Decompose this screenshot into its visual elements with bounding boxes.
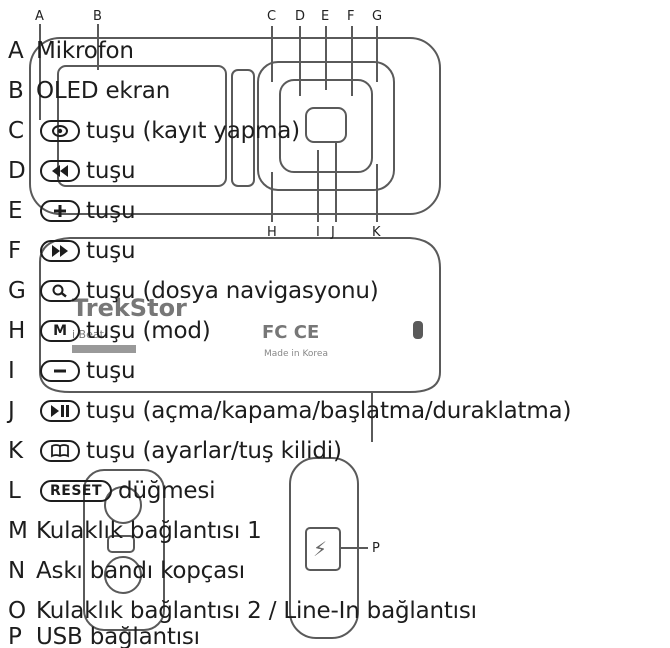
legend-letter: B [8,78,24,104]
barcode-print [72,345,136,353]
legend-letter: L [8,478,21,504]
rewind-icon [52,165,68,177]
headphone-jack-1 [104,486,142,524]
plus-icon [54,205,66,217]
legend-text: Askı bandı kopçası [36,558,245,584]
callout-c: C [267,9,277,24]
legend-row-e: E tuşu [8,196,136,226]
callout-h: H [267,225,277,240]
play-pause-key [40,400,80,422]
legend-letter: J [8,398,15,424]
play-pause-center [305,107,347,143]
callout-p: P [372,541,380,556]
legend-row-h: H M tuşu (mod) [8,316,211,346]
regulatory-marks-print: FC CE [262,322,319,343]
legend-text: Kulaklık bağlantısı 1 [36,518,262,544]
magnifier-key [40,280,80,302]
legend-text: tuşu (mod) [86,318,211,344]
callout-i: I [316,225,320,240]
mode-key: M [40,320,80,342]
lanyard-clip [107,535,135,553]
callout-d: D [295,9,306,24]
device-left-side [83,469,165,631]
made-in-print: Made in Korea [264,349,328,359]
legend-letter: K [8,438,23,464]
callout-b: B [93,9,102,24]
brand-print: TrekStor [72,294,187,322]
device-back-body [39,237,441,393]
legend-text: Mikrofon [36,38,134,64]
book-icon [51,444,69,458]
play-pause-icon [51,405,69,417]
callout-k: K [372,225,381,240]
legend-letter: N [8,558,26,584]
record-key [40,120,80,142]
legend-row-d: D tuşu [8,156,136,186]
fast-forward-key [40,240,80,262]
legend-row-n: N Askı bandı kopçası [8,556,245,586]
legend-row-k: K tuşu (ayarlar/tuş kilidi) [8,436,342,466]
legend-letter: D [8,158,26,184]
callout-j: J [331,225,335,240]
legend-row-p: P USB bağlantısı [8,622,200,648]
callout-e: E [321,9,330,24]
legend-text: tuşu [86,158,136,184]
callout-f: F [347,9,355,24]
rewind-key [40,160,80,182]
legend-text: USB bağlantısı [36,624,200,648]
callout-a: A [35,9,44,24]
legend-row-b: B OLED ekran [8,76,170,106]
legend-row-j: J tuşu (açma/kapama/başlatma/duraklatma) [8,396,571,426]
logo-subtitle-print: i.Beat [72,328,105,341]
legend-letter: M [8,518,28,544]
legend-letter: F [8,238,22,264]
callout-g: G [372,9,383,24]
legend-row-l: L RESET düğmesi [8,476,216,506]
legend-row-g: G tuşu (dosya navigasyonu) [8,276,379,306]
legend-text: tuşu [86,238,136,264]
legend-letter: H [8,318,26,344]
usb-symbol: ⚡ [313,537,327,561]
legend-letter: P [8,624,22,648]
legend-row-a: A Mikrofon [8,36,134,66]
legend-letter: A [8,38,24,64]
legend-text: düğmesi [118,478,216,504]
legend-row-c: C tuşu (kayıt yapma) [8,116,300,146]
minus-icon [54,369,66,373]
device-front-body [29,37,441,215]
legend-letter: O [8,598,26,624]
legend-letter: E [8,198,23,224]
legend-text: tuşu (ayarlar/tuş kilidi) [86,438,342,464]
legend-text: OLED ekran [36,78,171,104]
legend-text: Kulaklık bağlantısı 2 / Line-In bağlantı… [36,598,477,624]
legend-text: tuşu [86,198,136,224]
reset-hole [413,321,423,339]
legend-letter: C [8,118,24,144]
legend-text: tuşu [86,358,136,384]
legend-text: tuşu (kayıt yapma) [86,118,300,144]
legend-row-f: F tuşu [8,236,136,266]
device-side-panel [231,69,255,187]
plus-key [40,200,80,222]
record-icon [52,125,68,137]
legend-text: tuşu (açma/kapama/başlatma/duraklatma) [86,398,572,424]
legend-row-i: I tuşu [8,356,136,386]
fast-forward-icon [52,245,68,257]
legend-text: tuşu (dosya navigasyonu) [86,278,379,304]
magnifier-icon [52,284,67,298]
headphone-jack-2 [104,556,142,594]
reset-key: RESET [40,480,113,502]
legend-row-m: M Kulaklık bağlantısı 1 [8,516,262,546]
book-key [40,440,80,462]
legend-row-o: O Kulaklık bağlantısı 2 / Line-In bağlan… [8,596,477,626]
legend-letter: I [8,358,15,384]
legend-letter: G [8,278,26,304]
minus-key [40,360,80,382]
